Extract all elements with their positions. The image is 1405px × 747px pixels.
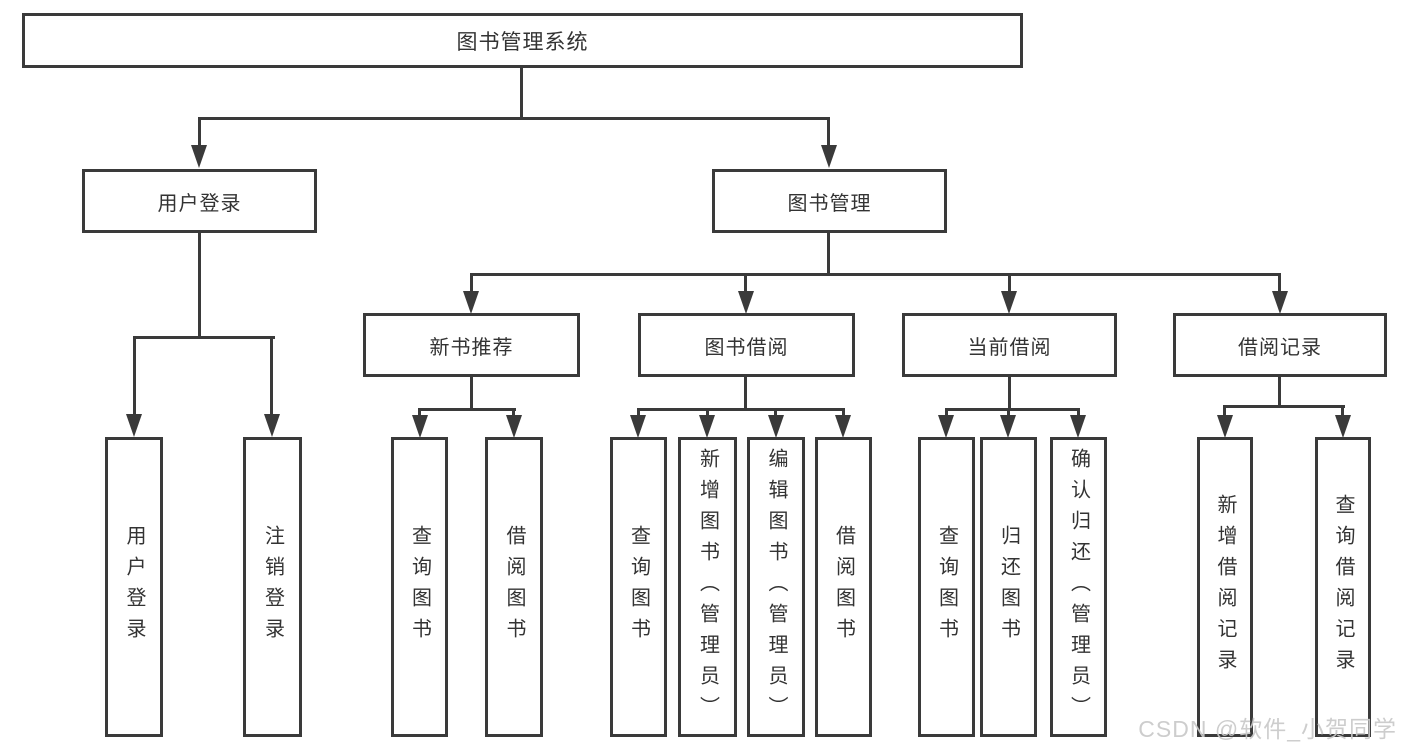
connector-line (420, 408, 516, 411)
connector-line (198, 117, 201, 148)
connector-line (1278, 377, 1281, 408)
node-current-borrowing: 当前借阅 (902, 313, 1117, 377)
arrowhead-down-icon (126, 414, 142, 437)
arrowhead-down-icon (463, 291, 479, 314)
connector-line (520, 68, 523, 119)
arrowhead-down-icon (1335, 415, 1351, 438)
node-label: 用户登录 (157, 192, 242, 215)
connector-line (842, 408, 845, 420)
node-book-borrowing: 图书借阅 (638, 313, 855, 377)
node-label: 图书管理系统 (456, 30, 589, 54)
leaf-return-books: 归还图书 (980, 437, 1037, 737)
node-label: 当前借阅 (967, 336, 1052, 359)
leaf-label: 借阅图书 (503, 525, 525, 649)
connector-line (1007, 408, 1010, 420)
leaf-confirm-return-admin: 确认归还（管理员） (1050, 437, 1107, 737)
leaf-query-books-recommend: 查询图书 (391, 437, 448, 737)
connector-line (471, 273, 1281, 276)
arrowhead-down-icon (191, 145, 207, 168)
arrowhead-down-icon (630, 415, 646, 438)
connector-line (199, 117, 830, 120)
leaf-label: 查询借阅记录 (1332, 494, 1354, 680)
leaf-borrow-books: 借阅图书 (815, 437, 872, 737)
connector-line (638, 408, 845, 411)
arrowhead-down-icon (768, 415, 784, 438)
leaf-logout: 注销登录 (243, 437, 302, 737)
arrowhead-down-icon (1070, 415, 1086, 438)
connector-line (1225, 405, 1345, 408)
leaf-add-books-admin: 新增图书（管理员） (678, 437, 737, 737)
connector-line (1341, 405, 1344, 419)
connector-line (774, 408, 777, 420)
connector-line (946, 408, 1080, 411)
leaf-label: 查询图书 (627, 525, 650, 649)
connector-line (827, 233, 830, 276)
node-borrowing-records: 借阅记录 (1173, 313, 1387, 377)
node-label: 新书推荐 (429, 336, 514, 359)
node-book-management: 图书管理 (712, 169, 947, 233)
leaf-query-books-borrowing: 查询图书 (610, 437, 667, 737)
node-label: 借阅记录 (1238, 336, 1322, 359)
arrowhead-down-icon (835, 415, 851, 438)
connector-line (418, 408, 421, 420)
arrowhead-down-icon (938, 415, 954, 438)
node-label: 图书借阅 (704, 336, 789, 359)
arrowhead-down-icon (264, 414, 280, 437)
connector-line (1008, 273, 1011, 294)
arrowhead-down-icon (1272, 291, 1288, 314)
leaf-user-login: 用户登录 (105, 437, 163, 737)
connector-line (133, 336, 136, 417)
connector-line (270, 336, 273, 417)
leaf-add-borrow-record: 新增借阅记录 (1197, 437, 1253, 737)
leaf-label: 注销登录 (261, 525, 284, 649)
node-library-management-system: 图书管理系统 (22, 13, 1023, 68)
leaf-label: 用户登录 (123, 525, 145, 649)
connector-line (512, 408, 515, 420)
connector-line (744, 273, 747, 294)
connector-line (1077, 408, 1080, 420)
node-user-login: 用户登录 (82, 169, 317, 233)
node-new-book-recommend: 新书推荐 (363, 313, 580, 377)
connector-line (637, 408, 640, 420)
arrowhead-down-icon (412, 415, 428, 438)
leaf-query-borrow-record: 查询借阅记录 (1315, 437, 1371, 737)
leaf-label: 新增借阅记录 (1214, 494, 1236, 680)
connector-line (1008, 377, 1011, 411)
connector-line (1223, 405, 1226, 419)
leaf-label: 新增图书（管理员） (696, 447, 719, 727)
arrowhead-down-icon (1217, 415, 1233, 438)
leaf-query-books-current: 查询图书 (918, 437, 975, 737)
connector-line (1278, 273, 1281, 294)
connector-line (706, 408, 709, 420)
leaf-label: 查询图书 (935, 525, 958, 649)
connector-line (470, 273, 473, 294)
arrowhead-down-icon (1001, 291, 1017, 314)
leaf-edit-books-admin: 编辑图书（管理员） (747, 437, 805, 737)
connector-line (198, 233, 201, 339)
leaf-borrow-books-recommend: 借阅图书 (485, 437, 543, 737)
leaf-label: 确认归还（管理员） (1067, 447, 1090, 727)
leaf-label: 编辑图书（管理员） (765, 447, 787, 727)
leaf-label: 借阅图书 (832, 525, 855, 649)
connector-line (945, 408, 948, 420)
arrowhead-down-icon (506, 415, 522, 438)
node-label: 图书管理 (787, 192, 872, 215)
arrowhead-down-icon (699, 415, 715, 438)
arrowhead-down-icon (738, 291, 754, 314)
connector-line (470, 377, 473, 411)
connector-line (827, 117, 830, 148)
connector-line (744, 377, 747, 411)
arrowhead-down-icon (821, 145, 837, 168)
connector-line (134, 336, 275, 339)
arrowhead-down-icon (1000, 415, 1016, 438)
leaf-label: 查询图书 (408, 525, 431, 649)
leaf-label: 归还图书 (997, 525, 1020, 649)
